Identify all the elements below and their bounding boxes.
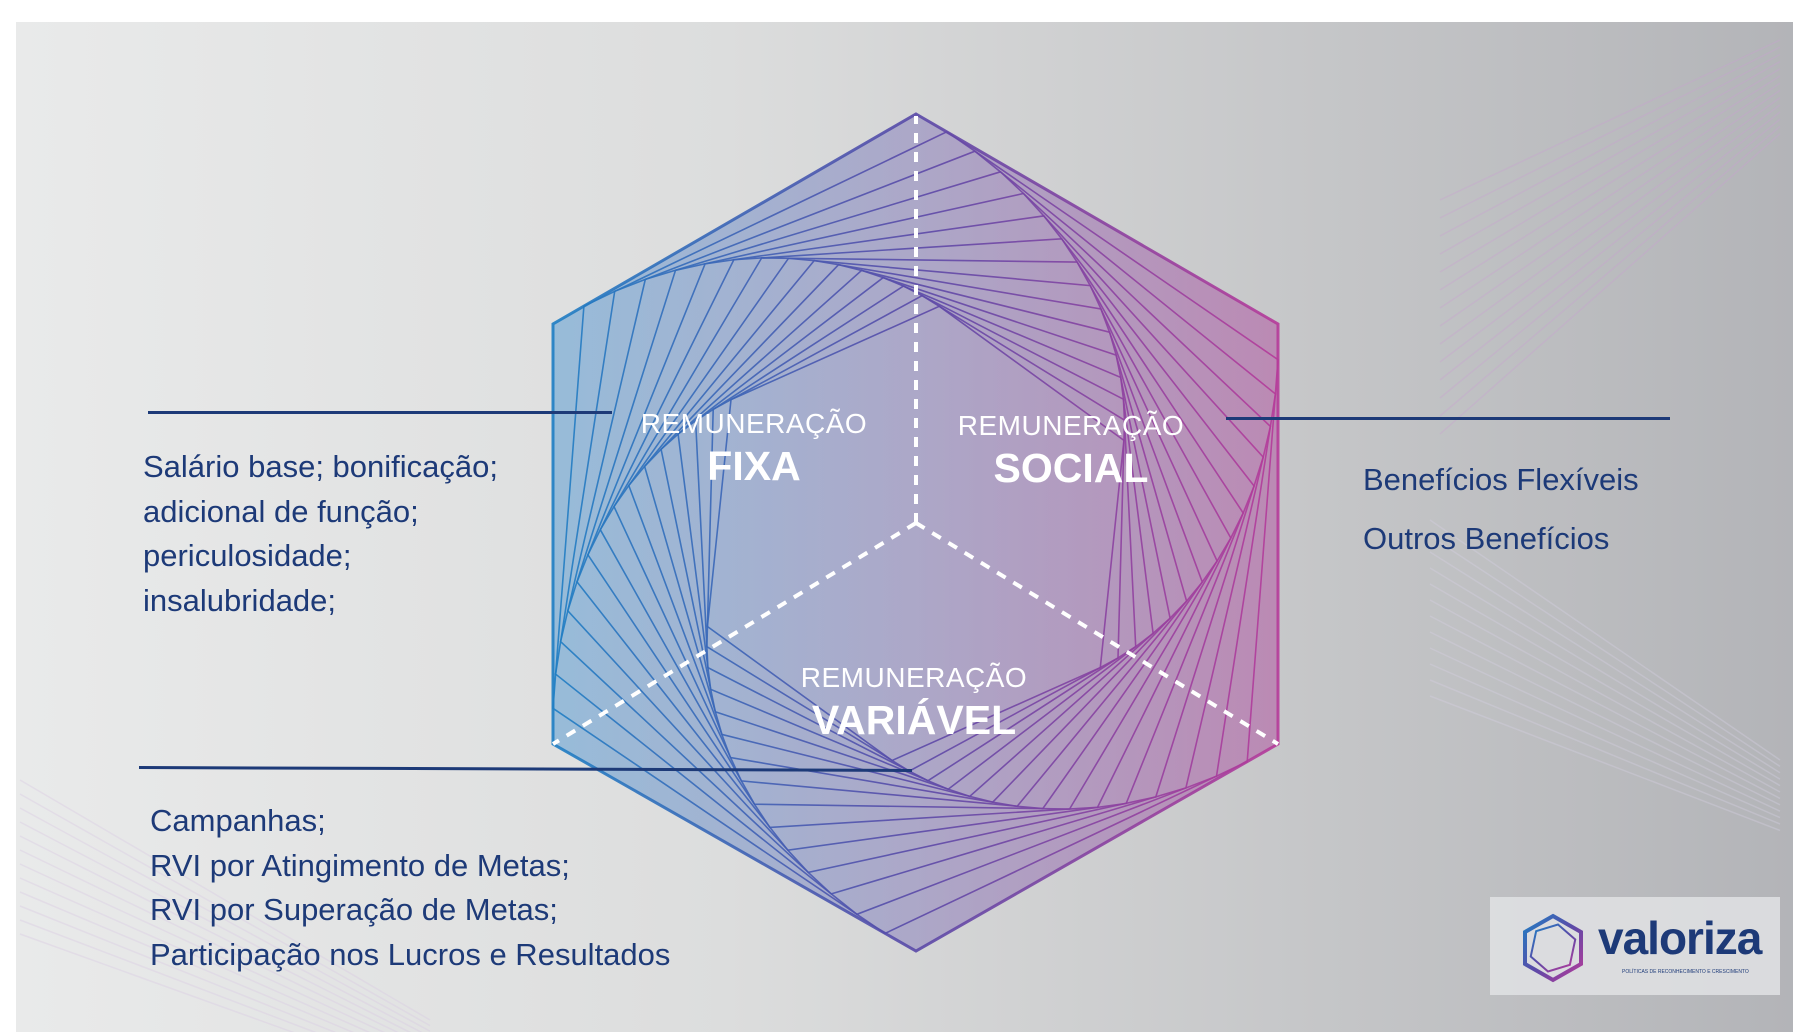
decor-line xyxy=(1439,104,1781,363)
pattern-hexagon xyxy=(677,276,1154,791)
pattern-hexagon xyxy=(599,257,1232,810)
pattern-hexagon xyxy=(627,259,1204,808)
decor-line xyxy=(19,849,399,1032)
decor-line xyxy=(19,835,412,1032)
divider-line xyxy=(914,521,1280,746)
decor-line xyxy=(19,807,431,1032)
pattern-hexagon xyxy=(559,170,1272,895)
decor-line xyxy=(1429,599,1781,793)
fixa-connector-line xyxy=(148,411,612,414)
social-item: Benefícios Flexíveis xyxy=(1363,462,1639,497)
fixa-item: Salário base; bonificação; xyxy=(143,449,499,484)
decor-line xyxy=(19,933,295,1032)
fixa-description: Salário base; bonificação; adicional de … xyxy=(143,445,498,623)
decor-line xyxy=(1429,679,1781,825)
social-connector-line xyxy=(1226,417,1670,420)
decor-line xyxy=(19,863,386,1032)
pattern-hexagon xyxy=(552,130,1279,935)
pattern-hexagon xyxy=(551,112,1280,953)
decor-line xyxy=(1429,519,1781,761)
variavel-description: Campanhas; RVI por Atingimento de Metas;… xyxy=(150,799,670,977)
pattern-hexagon xyxy=(694,285,1137,782)
variavel-segment-title: REMUNERAÇÃO VARIÁVEL xyxy=(794,661,1034,745)
decor-line xyxy=(1439,75,1781,291)
fixa-item: adicional de função; xyxy=(143,493,419,529)
variavel-title: VARIÁVEL xyxy=(811,697,1017,743)
segment-dividers xyxy=(551,116,1280,746)
pattern-hexagon xyxy=(706,294,1126,773)
logo-wordmark: valoriza xyxy=(1598,912,1762,964)
social-description: Benefícios Flexíveis Outros Benefícios xyxy=(1363,450,1639,568)
decor-line xyxy=(1439,39,1781,201)
decor-line xyxy=(19,905,337,1032)
decor-line xyxy=(1439,82,1781,309)
fixa-prefix: REMUNERAÇÃO xyxy=(640,408,868,439)
decor-line xyxy=(19,821,423,1032)
decor-line xyxy=(1429,567,1781,780)
divider-line xyxy=(551,521,918,746)
decor-line xyxy=(1429,535,1781,768)
hexagon-fill xyxy=(553,114,1278,951)
decor-line xyxy=(1429,615,1781,800)
pattern-hexagon xyxy=(660,269,1171,798)
decor-line xyxy=(1429,631,1781,806)
pattern-hexagon xyxy=(613,257,1219,810)
pattern-hexagon xyxy=(576,215,1256,852)
social-title: SOCIAL xyxy=(993,445,1149,491)
social-prefix: REMUNERAÇÃO xyxy=(957,410,1185,441)
fixa-item: insalubridade; xyxy=(143,582,337,618)
social-segment-title: REMUNERAÇÃO SOCIAL xyxy=(951,409,1191,493)
top-strip xyxy=(0,0,1793,22)
background-decoration xyxy=(19,39,1781,1032)
decor-line xyxy=(1439,118,1781,399)
decor-line xyxy=(1429,647,1781,812)
hexagon-logo-icon xyxy=(1523,913,1583,983)
decor-line xyxy=(1439,125,1781,417)
decor-line xyxy=(1439,111,1781,381)
decor-line xyxy=(1439,68,1781,273)
social-item: Outros Benefícios xyxy=(1363,521,1610,556)
variavel-item: RVI por Superação de Metas; xyxy=(150,892,558,927)
variavel-item: RVI por Atingimento de Metas; xyxy=(150,847,570,883)
pattern-hexagon xyxy=(643,263,1188,803)
decor-line xyxy=(1439,89,1781,327)
logo-tagline: POLÍTICAS DE RECONHECIMENTO E CRESCIMENT… xyxy=(1622,969,1749,975)
decor-line xyxy=(1429,551,1781,774)
variavel-item: Campanhas; xyxy=(150,803,326,838)
pattern-hexagon xyxy=(706,305,1125,762)
fixa-title: FIXA xyxy=(707,443,801,489)
decor-line xyxy=(1439,133,1781,435)
logo: valoriza POLÍTICAS DE RECONHECIMENTO E C… xyxy=(1490,897,1780,995)
decor-line xyxy=(19,779,431,1021)
pattern-hexagon xyxy=(554,150,1277,916)
decor-line xyxy=(19,877,371,1032)
decor-line xyxy=(1429,583,1781,787)
decor-line xyxy=(1429,663,1781,819)
fixa-item: periculosidade; xyxy=(143,538,352,573)
decor-line xyxy=(1439,53,1781,237)
hexagon-line-pattern xyxy=(551,112,1280,953)
pattern-hexagon xyxy=(566,192,1265,874)
decor-line xyxy=(19,919,317,1032)
pattern-hexagon xyxy=(586,237,1245,829)
decor-line xyxy=(1429,695,1781,832)
decor-line xyxy=(1439,60,1781,255)
fixa-segment-title: REMUNERAÇÃO FIXA xyxy=(634,407,874,491)
decor-line xyxy=(1439,46,1781,219)
decor-line xyxy=(19,891,355,1032)
variavel-item: Participação nos Lucros e Resultados xyxy=(150,936,671,972)
decor-line xyxy=(1439,96,1781,345)
decor-line xyxy=(19,793,431,1027)
variavel-prefix: REMUNERAÇÃO xyxy=(800,662,1028,693)
